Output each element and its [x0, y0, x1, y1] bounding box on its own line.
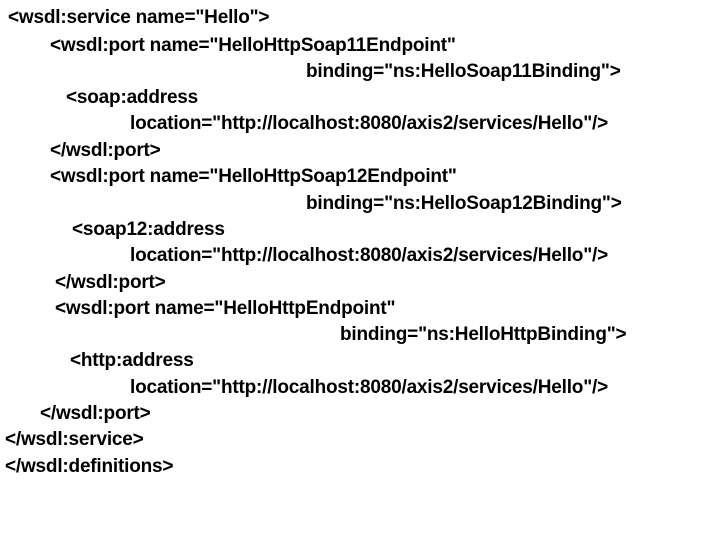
code-line-http-address-open: <http:address	[70, 350, 194, 371]
code-line-wsdl-definitions-close: </wsdl:definitions>	[5, 456, 174, 477]
code-line-port-soap11-close: </wsdl:port>	[50, 140, 161, 161]
code-line-soap-address-location: location="http://localhost:8080/axis2/se…	[130, 113, 608, 134]
code-line-soap12-address-location: location="http://localhost:8080/axis2/se…	[130, 245, 608, 266]
code-line-soap-address-open: <soap:address	[66, 87, 199, 108]
code-line-port-soap11-binding: binding="ns:HelloSoap11Binding">	[306, 61, 621, 82]
code-line-soap12-address-open: <soap12:address	[72, 219, 225, 240]
code-line-port-soap11-open: <wsdl:port name="HelloHttpSoap11Endpoint…	[50, 35, 456, 56]
code-line-wsdl-service-open: <wsdl:service name="Hello">	[8, 7, 270, 28]
code-line-port-soap12-binding: binding="ns:HelloSoap12Binding">	[306, 193, 622, 214]
code-line-port-soap12-open: <wsdl:port name="HelloHttpSoap12Endpoint…	[50, 166, 457, 187]
code-line-port-http-open: <wsdl:port name="HelloHttpEndpoint"	[55, 298, 396, 319]
code-line-port-soap12-close: </wsdl:port>	[55, 272, 166, 293]
code-line-port-http-close: </wsdl:port>	[40, 403, 151, 424]
code-line-http-address-location: location="http://localhost:8080/axis2/se…	[130, 377, 608, 398]
code-line-wsdl-service-close: </wsdl:service>	[5, 429, 144, 450]
code-line-port-http-binding: binding="ns:HelloHttpBinding">	[340, 324, 627, 345]
